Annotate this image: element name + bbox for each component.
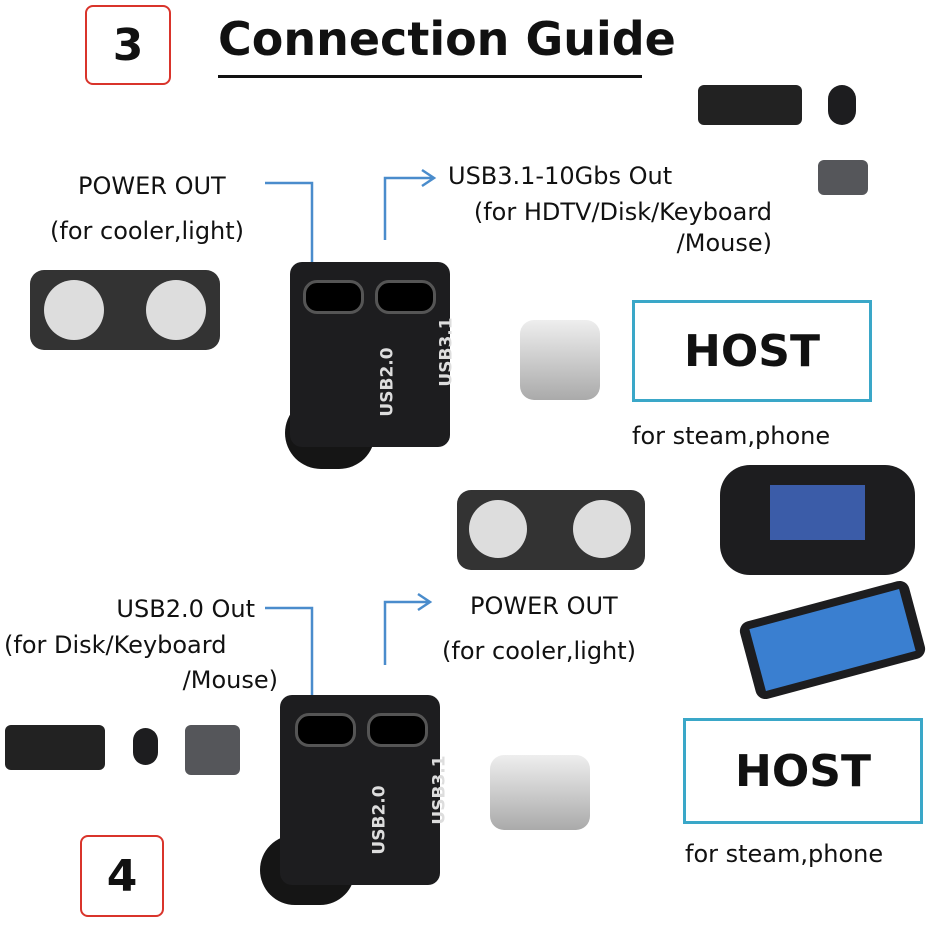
ssd-image (818, 160, 868, 195)
usb31-note-1: (for HDTV/Disk/Keyboard (473, 198, 772, 226)
title-underline (218, 75, 642, 78)
keyboard-image (698, 85, 802, 125)
cooler-fan-image-1 (30, 270, 220, 350)
mouse-image (828, 85, 856, 125)
port-label-usb31-2: USB3.1 (429, 755, 450, 825)
page-title: Connection Guide (218, 12, 676, 66)
usb20-note-1: (for Disk/Keyboard (4, 631, 227, 659)
usb20-line (265, 606, 314, 700)
power-out-line-1 (265, 181, 314, 272)
cooler-fan-image-2 (457, 490, 645, 570)
power-out-note-1: (for cooler,light) (50, 217, 245, 245)
usb31-label: USB3.1-10Gbs Out (448, 162, 673, 190)
port-label-usb20-2: USB2.0 (369, 785, 390, 855)
power-out-label-2: POWER OUT (470, 592, 618, 620)
keyboard-image-2 (5, 725, 105, 770)
host-box-1: HOST (632, 300, 872, 402)
mouse-image-2 (133, 728, 158, 765)
usb31-note-2: /Mouse) (676, 229, 772, 257)
power-out-note-2: (for cooler,light) (442, 637, 637, 665)
power-out-arrow-2 (383, 592, 433, 665)
adapter-image-1: USB2.0 USB3.1 (285, 262, 605, 472)
port-label-usb20: USB2.0 (377, 347, 398, 417)
host-box-2: HOST (683, 718, 923, 824)
steam-deck-image (720, 465, 915, 575)
step-3-badge: 3 (85, 5, 171, 85)
usb20-note-2: /Mouse) (182, 666, 278, 694)
host-note-2: for steam,phone (685, 840, 884, 868)
adapter-image-2: USB2.0 USB3.1 (260, 695, 600, 910)
host-note-1: for steam,phone (632, 422, 831, 450)
usb20-label: USB2.0 Out (116, 595, 255, 623)
power-out-label-1: POWER OUT (78, 172, 226, 200)
port-label-usb31: USB3.1 (436, 317, 457, 387)
ssd-image-2 (185, 725, 240, 775)
usb31-arrow (383, 168, 437, 240)
step-4-badge: 4 (80, 835, 164, 917)
